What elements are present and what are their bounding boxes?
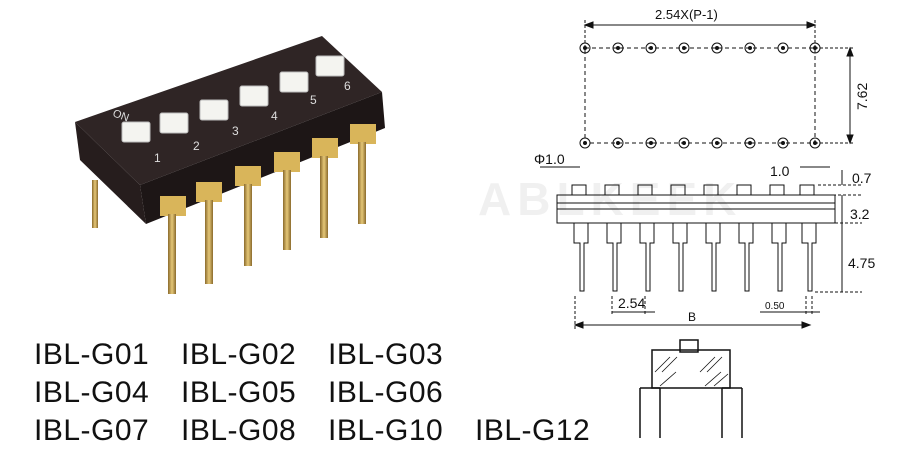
switch-number: 3 xyxy=(232,124,239,138)
cross-section-hatch xyxy=(654,356,729,387)
model-name: IBL-G12 xyxy=(475,414,591,447)
key-width-label: 1.0 xyxy=(770,163,790,179)
model-name: IBL-G06 xyxy=(328,376,444,409)
overall-length-label: B xyxy=(688,310,696,324)
switch-number: 1 xyxy=(154,151,161,165)
on-label: ON xyxy=(111,108,131,125)
pin-length-label: 4.75 xyxy=(848,255,875,271)
model-name: IBL-G04 xyxy=(34,376,150,409)
model-name: IBL-G01 xyxy=(34,338,150,371)
row-spacing-label: 7.62 xyxy=(854,83,870,110)
model-name: IBL-G07 xyxy=(34,414,150,447)
side-view xyxy=(540,166,862,293)
actuator-keys xyxy=(121,55,345,143)
pitch-formula-label: 2.54X(P-1) xyxy=(655,7,718,22)
model-name: IBL-G03 xyxy=(328,338,444,371)
switch-number: 5 xyxy=(310,93,317,107)
model-name: IBL-G10 xyxy=(328,414,444,447)
switch-body-side xyxy=(75,122,146,224)
front-pins xyxy=(160,124,376,294)
pin-holes-bottom-row xyxy=(579,137,821,149)
hole-diameter-label: Φ1.0 xyxy=(534,151,565,167)
key-height-label: 0.7 xyxy=(852,170,872,186)
switch-number: 4 xyxy=(271,109,278,123)
switch-number: 2 xyxy=(193,139,200,153)
model-name: IBL-G02 xyxy=(181,338,297,371)
pin-pitch-label: 2.54 xyxy=(618,295,645,311)
model-row: IBL-G01 IBL-G02 IBL-G03 xyxy=(34,336,654,374)
model-list: IBL-G01 IBL-G02 IBL-G03 IBL-G04 IBL-G05 … xyxy=(34,336,654,450)
body-height-label: 3.2 xyxy=(850,206,870,222)
cross-section xyxy=(639,339,743,438)
model-row: IBL-G07 IBL-G08 IBL-G10 IBL-G12 xyxy=(34,412,654,450)
switch-numbers: 1 2 3 4 5 6 xyxy=(154,79,351,165)
pin-thickness-label: 0.50 xyxy=(765,301,785,312)
model-name: IBL-G08 xyxy=(181,414,297,447)
back-pins xyxy=(92,180,98,228)
model-row: IBL-G04 IBL-G05 IBL-G06 xyxy=(34,374,654,412)
side-view-pins xyxy=(573,223,817,292)
model-name: IBL-G05 xyxy=(181,376,297,409)
switch-number: 6 xyxy=(344,79,351,93)
watermark: ABLKEEK xyxy=(478,173,742,225)
pin-holes-top-row xyxy=(579,42,821,54)
